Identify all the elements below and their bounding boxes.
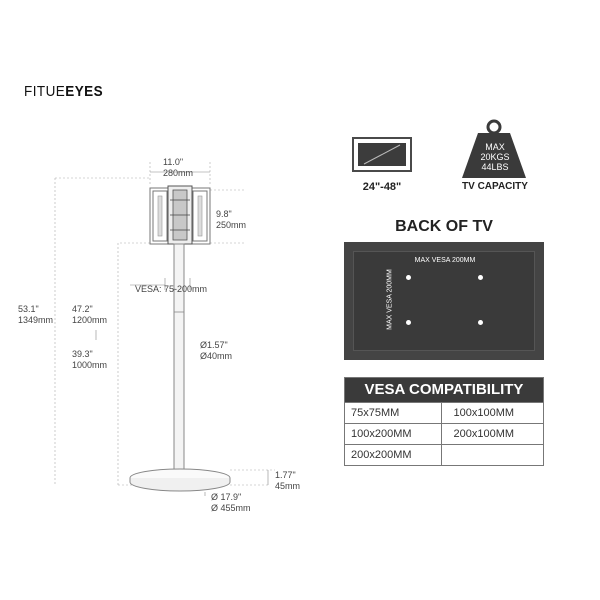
stand-pole — [173, 243, 185, 473]
table-cell: 100x100MM — [440, 403, 544, 423]
base-height-dimension: 1.77" 45mm — [275, 470, 300, 492]
base-height-inch: 1.77" — [275, 470, 296, 480]
tv-diagonal-icon — [363, 144, 401, 165]
brand-part2: EYES — [65, 83, 104, 100]
base-diameter-dimension: Ø 17.9" Ø 455mm — [211, 492, 251, 514]
table-row: 75x75MM 100x100MM — [345, 402, 543, 423]
weight-line1: MAX — [485, 142, 505, 152]
table-row: 100x200MM 200x100MM — [345, 423, 543, 444]
table-cell: 100x200MM — [351, 428, 412, 440]
vesa-dimension: VESA: 75-200mm — [135, 284, 208, 294]
total-height-dimension: 53.1" 1349mm — [18, 304, 53, 326]
weight-capacity-text: MAX 20KGS 44LBS — [470, 142, 520, 172]
table-cell: 200x200MM — [351, 449, 412, 461]
max-height-mm: 1200mm — [72, 315, 108, 325]
min-height-inch: 39.3" — [72, 349, 93, 359]
pole-diameter-inch: Ø1.57" — [200, 340, 228, 350]
table-cell — [440, 445, 544, 465]
width-dimension: 11.0" 280mm — [163, 157, 193, 179]
tv-size-label: 24"-48" — [362, 181, 402, 193]
tv-capacity-label: TV CAPACITY — [462, 181, 528, 192]
vesa-compatibility-title: VESA COMPATIBILITY — [345, 378, 543, 402]
tv-icon — [352, 137, 412, 172]
weight-line2: 20KGS — [480, 152, 510, 162]
pole-diameter-mm: Ø40mm — [200, 351, 233, 361]
base-diameter-inch: Ø 17.9" — [211, 492, 242, 502]
max-height-inch: 47.2" — [72, 304, 93, 314]
bracket-height-dimension: 9.8" 250mm — [216, 209, 246, 231]
mount-hole — [406, 275, 411, 280]
back-of-tv-title: BACK OF TV — [395, 218, 493, 235]
width-inch: 11.0" — [163, 157, 184, 167]
mount-hole — [406, 320, 411, 325]
brand-part1: FITUE — [24, 83, 66, 100]
table-cell: 75x75MM — [351, 407, 400, 419]
table-row: 200x200MM — [345, 444, 543, 465]
tv-bracket — [149, 185, 211, 245]
bracket-height-mm: 250mm — [216, 220, 247, 230]
min-height-mm: 1000mm — [72, 360, 108, 370]
base-height-mm: 45mm — [275, 481, 301, 491]
table-cell: 200x100MM — [440, 424, 544, 444]
vesa-compatibility-table: VESA COMPATIBILITY 75x75MM 100x100MM 100… — [344, 377, 544, 466]
back-of-tv-panel — [344, 242, 544, 360]
vesa-horizontal-label: MAX VESA 200MM — [414, 257, 476, 264]
weight-icon — [462, 119, 526, 178]
base-diameter-mm: Ø 455mm — [211, 503, 251, 513]
mount-hole — [478, 275, 483, 280]
bracket-height-inch: 9.8" — [216, 209, 232, 219]
mount-hole — [478, 320, 483, 325]
stand-base — [129, 468, 231, 492]
weight-line3: 44LBS — [481, 162, 509, 172]
brand-logo: FITUEEYES — [24, 83, 103, 100]
pole-diameter-dimension: Ø1.57" Ø40mm — [200, 340, 232, 362]
total-height-mm: 1349mm — [18, 315, 54, 325]
total-height-inch: 53.1" — [18, 304, 39, 314]
vesa-vertical-label: MAX VESA 200MM — [386, 269, 394, 330]
width-mm: 280mm — [163, 168, 194, 178]
min-height-dimension: 39.3" 1000mm — [72, 349, 107, 371]
max-height-dimension: 47.2" 1200mm — [72, 304, 107, 326]
